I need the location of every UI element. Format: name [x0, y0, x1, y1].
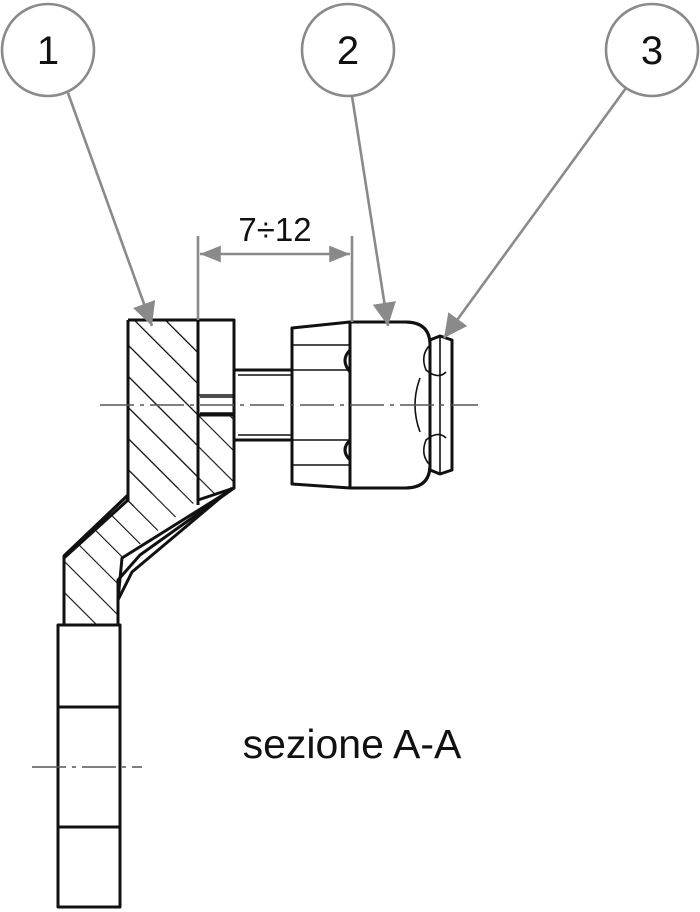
- balloon-1: 1: [0, 2, 156, 327]
- balloon-1-label: 1: [37, 29, 59, 73]
- balloon-3-label: 3: [641, 29, 663, 73]
- balloon-2: 2: [300, 2, 396, 327]
- dimension-gap: 7÷12: [196, 211, 354, 322]
- balloon-3: 3: [442, 2, 700, 339]
- bolt-shank: [200, 368, 292, 442]
- bracket-part: [56, 318, 236, 909]
- balloon-2-label: 2: [337, 29, 359, 73]
- section-caption: sezione A-A: [243, 721, 462, 767]
- dimension-label: 7÷12: [238, 211, 311, 248]
